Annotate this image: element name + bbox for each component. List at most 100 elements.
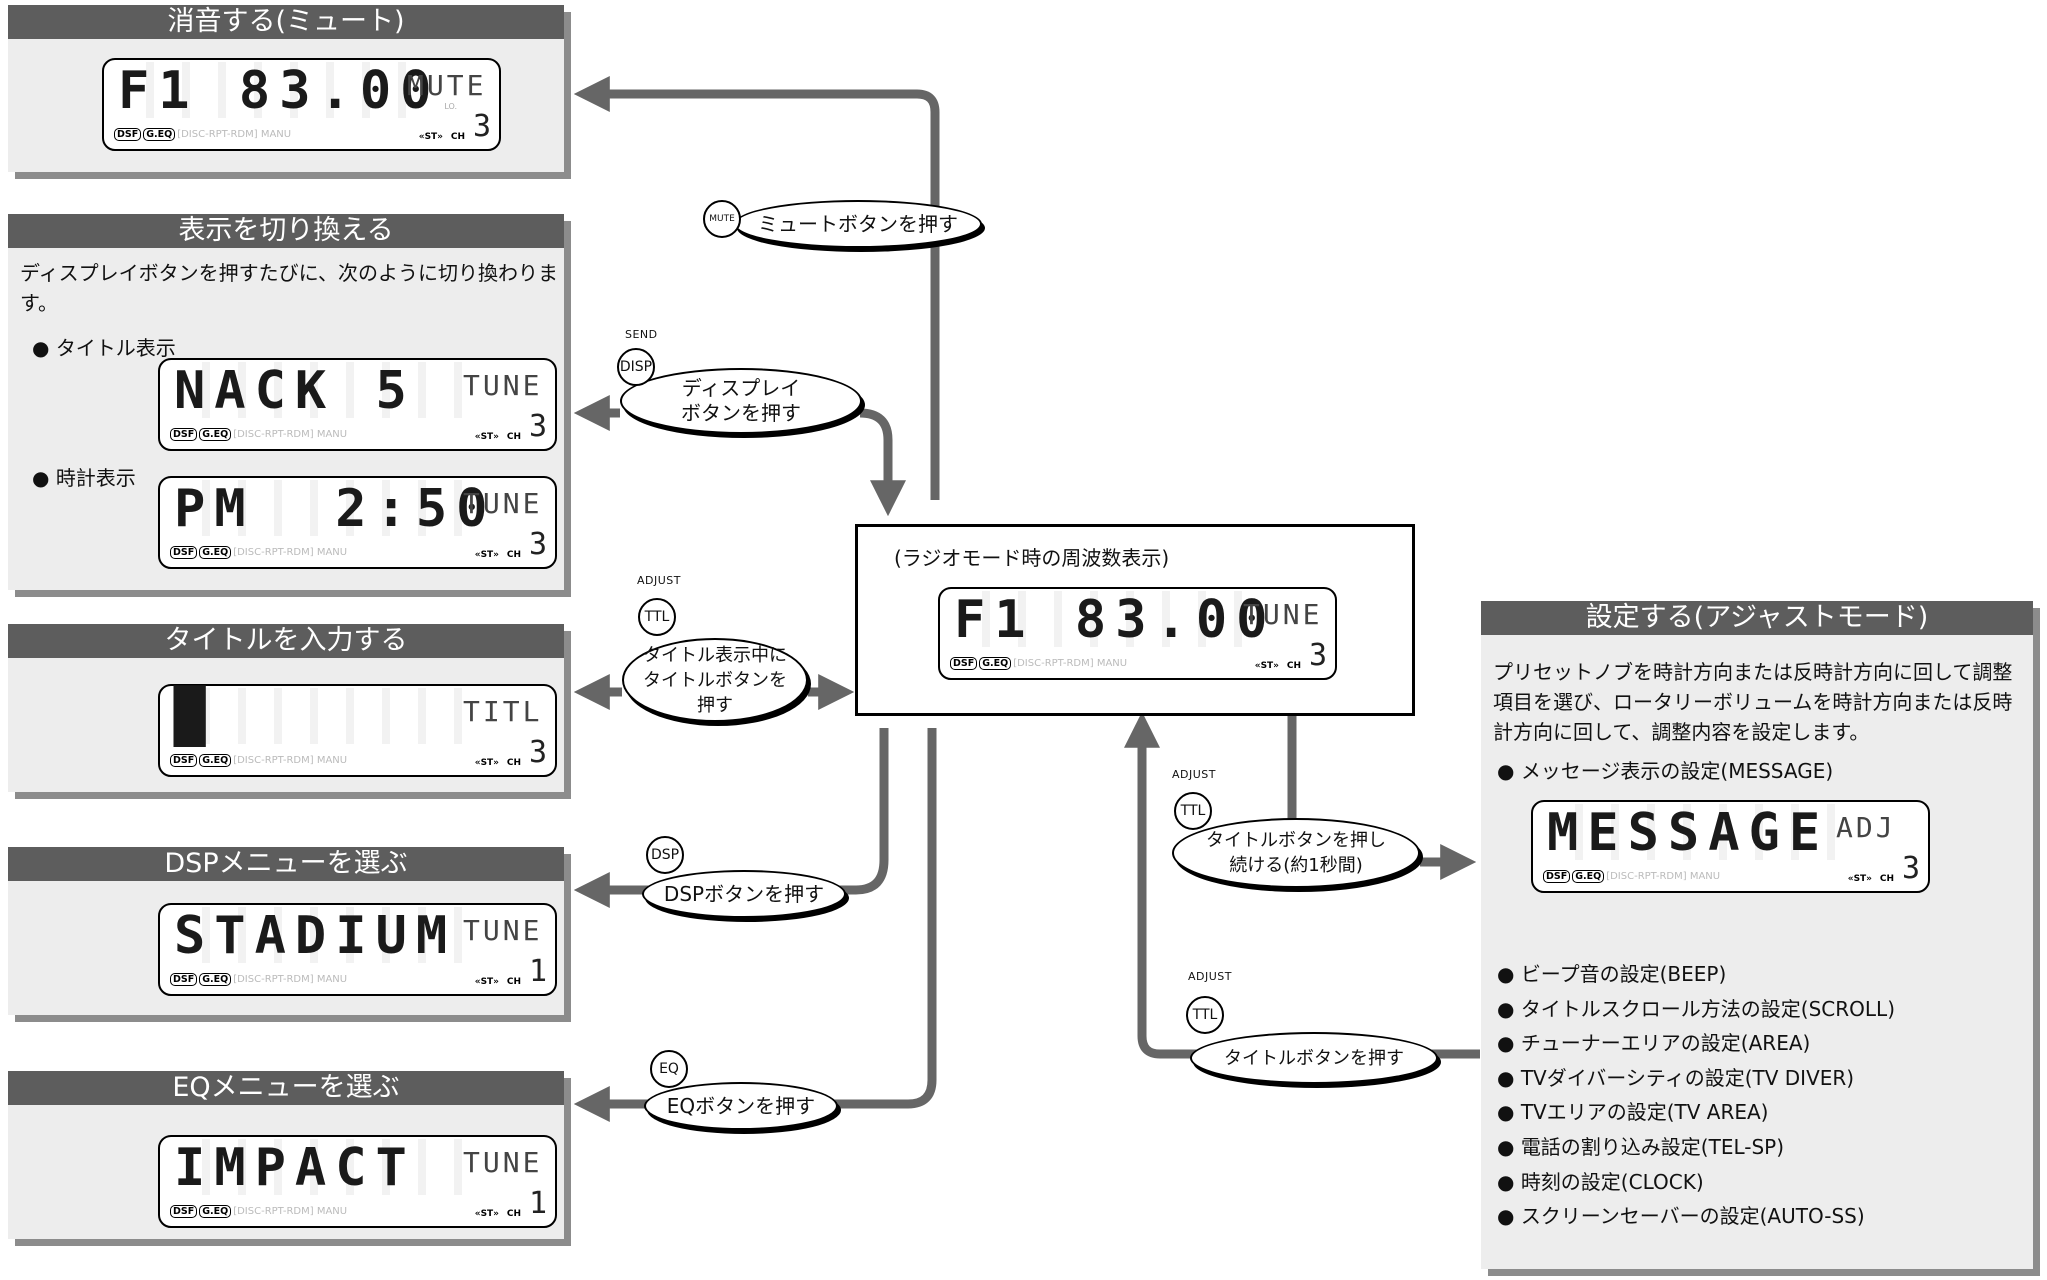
lcd-main: F1 83.00 bbox=[954, 590, 1277, 650]
disp-button-icon[interactable]: DISP bbox=[617, 348, 655, 386]
ttl2-oval: タイトルボタンを押し続ける(約1秒間) bbox=[1172, 818, 1420, 888]
geq-badge: G.EQ bbox=[199, 1205, 232, 1218]
bullet-clock-display: ● 時計表示 bbox=[32, 466, 136, 490]
lcd-ch: CH bbox=[506, 758, 521, 768]
geq-badge: G.EQ bbox=[199, 546, 232, 559]
adjust-first-text: メッセージ表示の設定(MESSAGE) bbox=[1520, 759, 1834, 783]
lcd-mode: TUNE bbox=[463, 914, 543, 947]
ttl3-label: タイトルボタンを押す bbox=[1224, 1047, 1404, 1069]
dsf-badge: DSF bbox=[170, 973, 198, 986]
mute-label: ミュートボタンを押す bbox=[758, 211, 958, 236]
ttl3-oval: タイトルボタンを押す bbox=[1190, 1032, 1438, 1084]
eq-icon-text: EQ bbox=[659, 1061, 679, 1077]
lcd-digit: 3 bbox=[528, 527, 547, 562]
lcd-ch: CH bbox=[1879, 874, 1894, 884]
lcd-mode: TITL bbox=[463, 695, 543, 728]
dsp-label: DSPボタンを押す bbox=[663, 881, 825, 906]
dsf-badge: DSF bbox=[170, 1205, 198, 1218]
lcd-st: «ST» bbox=[474, 550, 499, 560]
adjust-item-label: ビープ音の設定(BEEP) bbox=[1520, 962, 1727, 986]
lcd-digit: 3 bbox=[1308, 638, 1327, 673]
lcd-mode: ADJ bbox=[1836, 811, 1896, 844]
ttl3-button-icon[interactable]: TTL bbox=[1186, 996, 1224, 1034]
bullet-title-text: タイトル表示 bbox=[55, 336, 176, 360]
lcd-mode: TUNE bbox=[1243, 598, 1323, 631]
lcd-ch: CH bbox=[506, 550, 521, 560]
eq-label: EQボタンを押す bbox=[666, 1093, 816, 1118]
list-item: ● スクリーンセーバーの設定(AUTO-SS) bbox=[1497, 1204, 1865, 1229]
eq-button-icon[interactable]: EQ bbox=[650, 1050, 688, 1088]
geq-badge: G.EQ bbox=[199, 973, 232, 986]
lcd-main: NACK 5 bbox=[174, 362, 463, 420]
mute-icon-text: MUTE bbox=[709, 214, 735, 224]
geq-badge: G.EQ bbox=[199, 754, 232, 767]
lcd-digit: 3 bbox=[1901, 851, 1920, 886]
lcd-digit: 3 bbox=[528, 409, 547, 444]
bullet-clock-text: 時計表示 bbox=[55, 466, 136, 490]
lcd-st: «ST» bbox=[474, 977, 499, 987]
ttl1-small-label: ADJUST bbox=[637, 574, 681, 587]
adjust-item-label: 電話の割り込み設定(TEL-SP) bbox=[1520, 1134, 1785, 1159]
adjust-item-label: タイトルスクロール方法の設定(SCROLL) bbox=[1520, 996, 1896, 1021]
dsp-button-icon[interactable]: DSP bbox=[646, 836, 684, 874]
mute-button-icon[interactable]: MUTE bbox=[703, 200, 741, 238]
geq-badge: G.EQ bbox=[979, 657, 1012, 670]
dsf-badge: DSF bbox=[1543, 870, 1571, 883]
ttl3-icon-text: TTL bbox=[1192, 1007, 1218, 1023]
lcd-indicators: [DISC-RPT-RDM] MANU bbox=[1606, 871, 1721, 882]
lcd-main: STADIUM bbox=[174, 907, 463, 965]
lcd-digit: 1 bbox=[528, 954, 547, 989]
ttl1-button-icon[interactable]: TTL bbox=[638, 598, 676, 636]
ttl3-small-label: ADJUST bbox=[1188, 970, 1232, 983]
ttl1-label: タイトル表示中にタイトルボタンを押す bbox=[643, 644, 787, 716]
dsf-badge: DSF bbox=[170, 428, 198, 441]
adjust-item-label: TVエリアの設定(TV AREA) bbox=[1520, 1100, 1769, 1125]
adjust-items-list: ● ビープ音の設定(BEEP) ● タイトルスクロール方法の設定(SCROLL)… bbox=[1497, 957, 1895, 1234]
center-caption: (ラジオモード時の周波数表示) bbox=[894, 546, 1170, 570]
arrow-eq bbox=[573, 728, 937, 1122]
dsf-badge: DSF bbox=[114, 128, 142, 141]
lcd-digit: 3 bbox=[528, 735, 547, 770]
lcd-ch: CH bbox=[450, 132, 465, 142]
lcd-digit: 1 bbox=[528, 1186, 547, 1221]
adjust-item-label: チューナーエリアの設定(AREA) bbox=[1520, 1031, 1811, 1056]
lcd-indicators: [DISC-RPT-RDM] MANU bbox=[233, 429, 348, 440]
geq-badge: G.EQ bbox=[1572, 870, 1605, 883]
lcd-lo: LO. bbox=[444, 102, 457, 111]
geq-badge: G.EQ bbox=[143, 128, 176, 141]
lcd-indicators: [DISC-RPT-RDM] MANU bbox=[233, 755, 348, 766]
ttl1-oval: タイトル表示中にタイトルボタンを押す bbox=[622, 638, 808, 722]
ttl2-small-label: ADJUST bbox=[1172, 768, 1216, 781]
dsp-icon-text: DSP bbox=[650, 847, 680, 863]
mute-panel-title: 消音する(ミュート) bbox=[8, 5, 564, 39]
arrow-mute bbox=[573, 76, 940, 500]
arrow-dsp bbox=[573, 728, 889, 908]
adjust-item-label: スクリーンセーバーの設定(AUTO-SS) bbox=[1520, 1204, 1865, 1229]
adjust-panel: 設定する(アジャストモード) プリセットノブを時計方向または反時計方向に回して調… bbox=[1481, 601, 2033, 1269]
lcd-ch: CH bbox=[506, 977, 521, 987]
eq-oval: EQボタンを押す bbox=[644, 1082, 838, 1130]
eq-panel-title: EQメニューを選ぶ bbox=[8, 1071, 564, 1105]
display-panel-desc: ディスプレイボタンを押すたびに、次のように切り換わります。 bbox=[20, 261, 558, 315]
geq-badge: G.EQ bbox=[199, 428, 232, 441]
lcd-st: «ST» bbox=[474, 758, 499, 768]
ttl2-button-icon[interactable]: TTL bbox=[1174, 792, 1212, 830]
lcd-indicators: [DISC-RPT-RDM] MANU bbox=[177, 129, 292, 140]
list-item: ● タイトルスクロール方法の設定(SCROLL) bbox=[1497, 996, 1896, 1021]
